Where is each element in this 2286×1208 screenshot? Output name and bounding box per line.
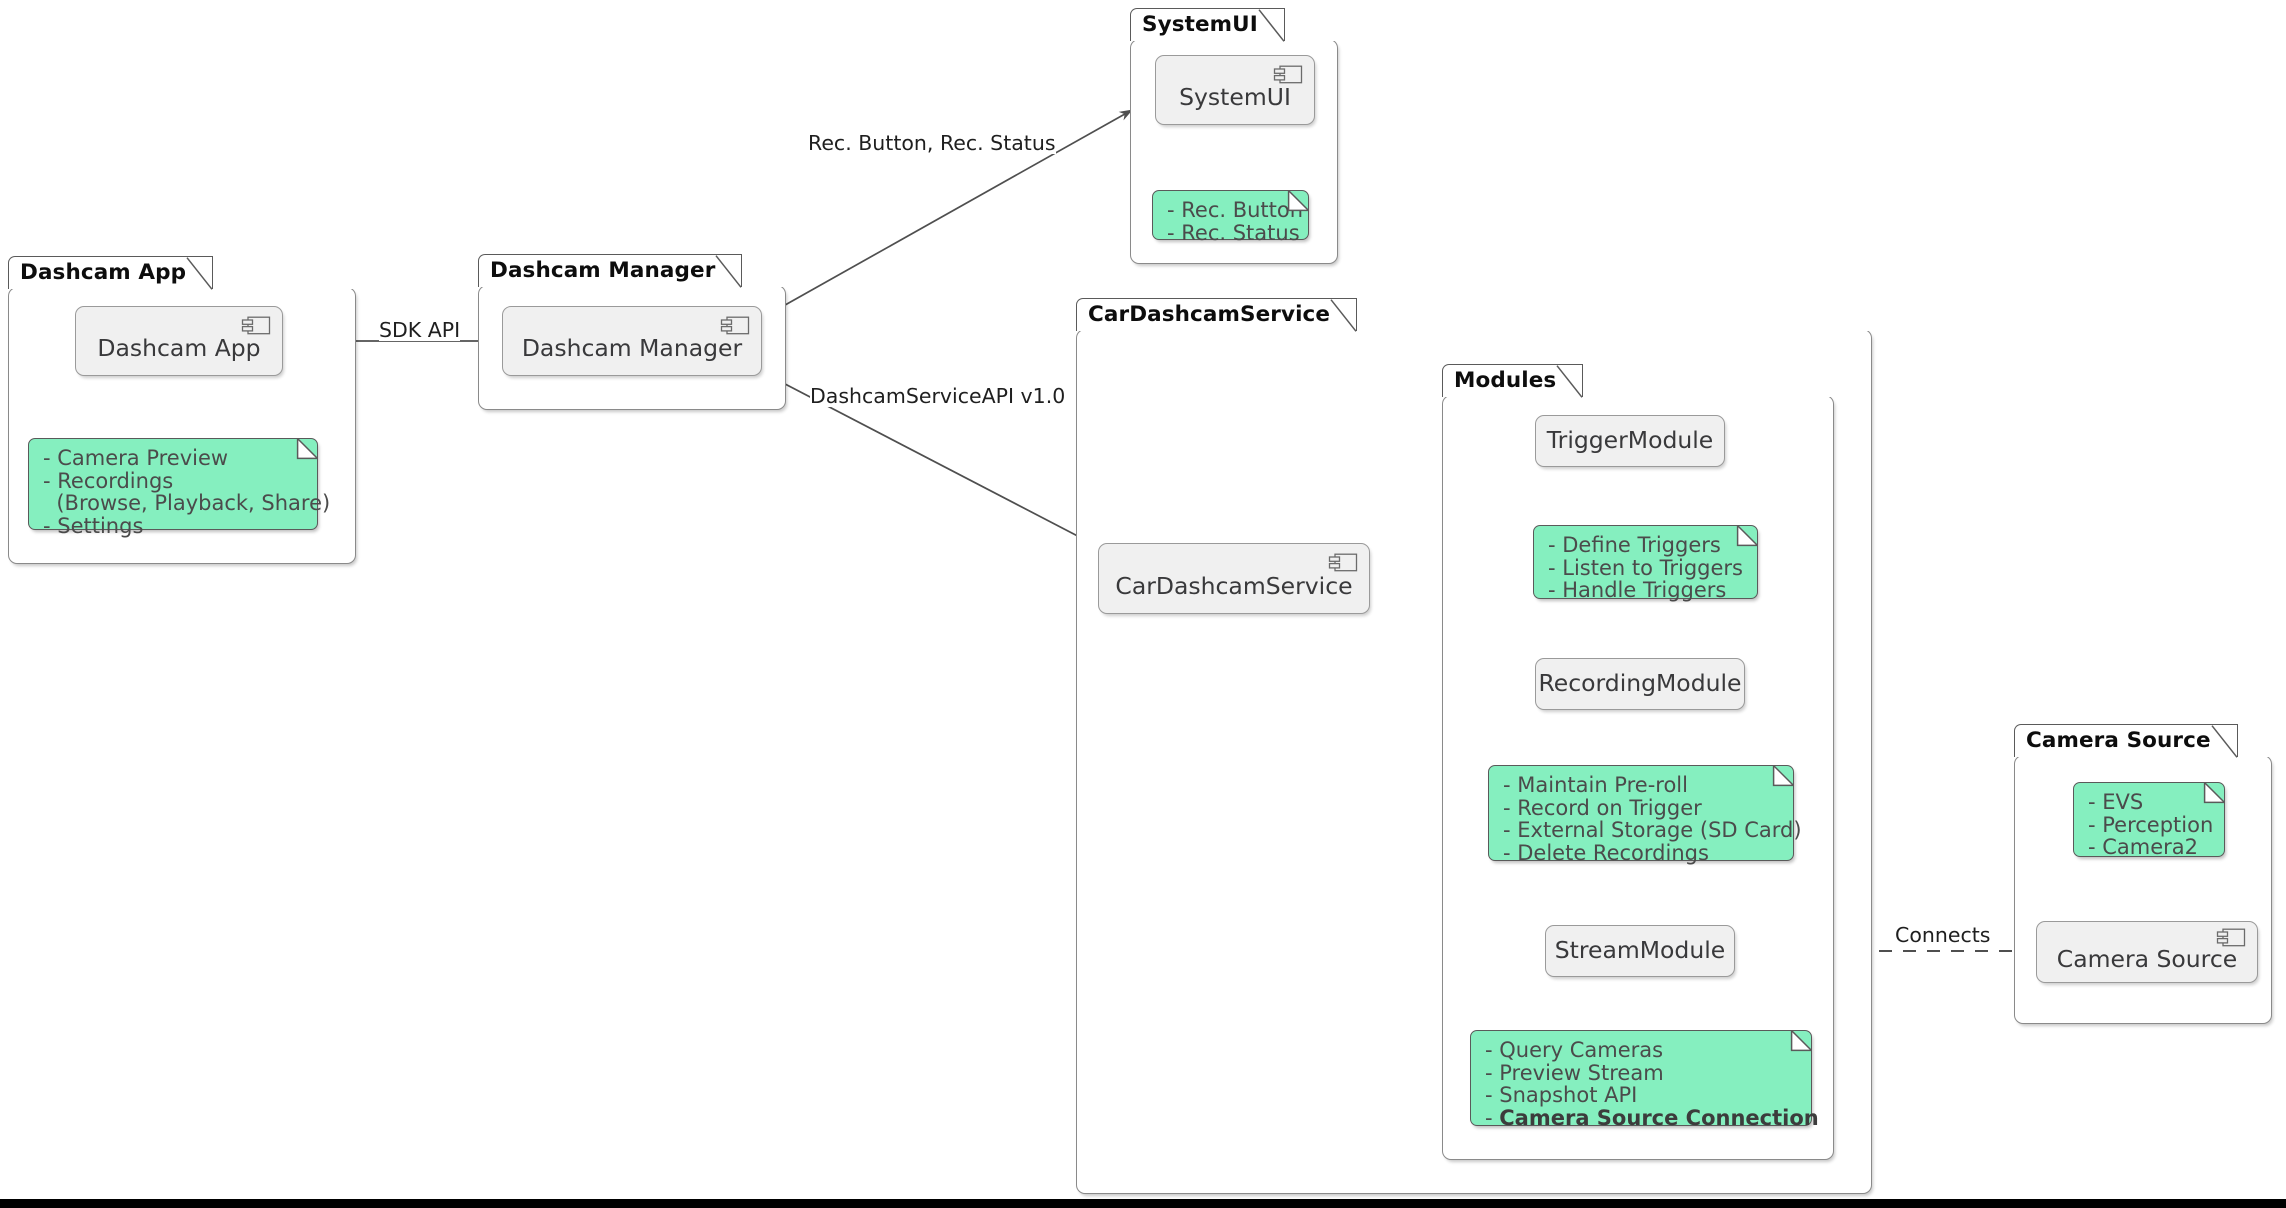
note-line: - Camera2 — [2088, 835, 2199, 860]
package-dashcam-manager: Dashcam Manager — [478, 254, 786, 410]
component-label-recordingmodule: RecordingModule — [1538, 669, 1742, 698]
folder-tab-corner-icon — [715, 255, 742, 288]
note-text-recordingmodule: - Maintain Pre-roll- Record on Trigger- … — [1503, 774, 1802, 865]
note-line: - Rec. Button — [1167, 198, 1304, 222]
note-line: - Preview Stream — [1485, 1060, 1664, 1085]
folder-tab-corner-icon — [1556, 365, 1583, 398]
component-stereotype-icon — [1328, 553, 1358, 572]
note-line: - External Storage (SD Card) — [1503, 818, 1802, 843]
edge-label-rec-button-status: Rec. Button, Rec. Status — [808, 131, 1056, 155]
note-text-streammodule: - Query Cameras- Preview Stream- Snapsho… — [1485, 1039, 1819, 1130]
folder-tab-corner-icon — [1258, 9, 1285, 42]
edge-label-connects: Connects — [1888, 925, 1998, 946]
note-fold-corner-icon — [1772, 765, 1794, 787]
package-tab-modules: Modules — [1442, 364, 1584, 398]
component-label-dashcam-manager: Dashcam Manager — [521, 334, 743, 363]
note-fold-corner-icon — [1287, 190, 1309, 212]
bottom-black-bar — [0, 1199, 2286, 1208]
component-label-triggermodule: TriggerModule — [1546, 426, 1714, 455]
tab-seam-cover — [1077, 328, 1870, 331]
note-streammodule: - Query Cameras- Preview Stream- Snapsho… — [1470, 1030, 1819, 1129]
note-line: - Recordings — [43, 468, 174, 493]
note-systemui: - Rec. Button- Rec. Status — [1152, 190, 1309, 244]
package-tab-systemui: SystemUI — [1130, 8, 1285, 42]
package-label-modules: Modules — [1454, 368, 1557, 394]
folder-tab-corner-icon — [1330, 299, 1357, 332]
note-line: - Record on Trigger — [1503, 795, 1702, 820]
component-stereotype-icon — [2216, 928, 2246, 947]
component-label-streammodule: StreamModule — [1554, 936, 1726, 965]
component-recordingmodule[interactable]: RecordingModule — [1535, 658, 1745, 710]
note-line: - Camera Source Connection — [1485, 1106, 1819, 1131]
component-stereotype-icon — [1273, 65, 1303, 84]
note-line: (Browse, Playback, Share) — [43, 491, 331, 516]
note-text-systemui: - Rec. Button- Rec. Status — [1167, 199, 1303, 244]
note-line: - Delete Recordings — [1503, 841, 1709, 866]
package-label-cardashcamservice: CarDashcamService — [1088, 302, 1331, 328]
package-tab-camera-source: Camera Source — [2014, 724, 2238, 758]
note-camera-source: - EVS- Perception- Camera2 — [2073, 782, 2225, 859]
folder-tab-corner-icon — [186, 257, 213, 290]
component-dashcam-app[interactable]: Dashcam App — [75, 306, 283, 376]
edge-label-sdk-api: SDK API — [379, 318, 461, 342]
tab-seam-cover — [1443, 394, 1832, 397]
note-line: - Perception — [2088, 812, 2214, 837]
note-line: - Maintain Pre-roll — [1503, 773, 1688, 797]
note-text-camera-source: - EVS- Perception- Camera2 — [2088, 791, 2213, 859]
component-label-dashcam-app: Dashcam App — [97, 334, 261, 363]
package-tab-dashcam-app: Dashcam App — [8, 256, 214, 290]
note-fold-corner-icon — [1736, 525, 1758, 547]
note-line: - Snapshot API — [1485, 1083, 1638, 1108]
note-line: - Define Triggers — [1548, 533, 1721, 557]
component-cardashcamservice[interactable]: CarDashcamService — [1098, 543, 1370, 614]
note-text-dashcam-app: - Camera Preview- Recordings (Browse, Pl… — [43, 447, 330, 538]
note-dashcam-app: - Camera Preview- Recordings (Browse, Pl… — [28, 438, 330, 537]
note-fold-corner-icon — [2203, 782, 2225, 804]
component-label-cardashcamservice: CarDashcamService — [1115, 571, 1353, 600]
note-fold-corner-icon — [1790, 1030, 1812, 1052]
component-label-systemui: SystemUI — [1179, 83, 1291, 112]
note-line: - Listen to Triggers — [1548, 555, 1743, 580]
component-label-camera-source: Camera Source — [2056, 945, 2238, 974]
package-label-dashcam-app: Dashcam App — [20, 260, 187, 286]
edge-label-dashcam-service-api: DashcamServiceAPI v1.0 — [810, 384, 1066, 408]
component-stereotype-icon — [720, 316, 750, 335]
package-tab-dashcam-manager: Dashcam Manager — [478, 254, 743, 288]
package-label-camera-source: Camera Source — [2026, 728, 2211, 754]
note-line: - Rec. Status — [1167, 220, 1300, 245]
component-triggermodule[interactable]: TriggerModule — [1535, 415, 1725, 467]
note-line: - Query Cameras — [1485, 1038, 1664, 1062]
note-triggermodule: - Define Triggers- Listen to Triggers- H… — [1533, 525, 1758, 602]
note-line: - Camera Preview — [43, 446, 229, 470]
package-label-dashcam-manager: Dashcam Manager — [490, 258, 716, 284]
note-line: - Settings — [43, 514, 144, 539]
component-camera-source[interactable]: Camera Source — [2036, 921, 2258, 983]
note-fold-corner-icon — [296, 438, 318, 460]
note-recordingmodule: - Maintain Pre-roll- Record on Trigger- … — [1488, 765, 1802, 864]
package-tab-cardashcamservice: CarDashcamService — [1076, 298, 1358, 332]
folder-tab-corner-icon — [2211, 725, 2238, 758]
note-line: - EVS — [2088, 790, 2144, 814]
component-systemui[interactable]: SystemUI — [1155, 55, 1315, 125]
note-line: - Handle Triggers — [1548, 578, 1727, 603]
note-text-triggermodule: - Define Triggers- Listen to Triggers- H… — [1548, 534, 1743, 602]
component-dashcam-manager[interactable]: Dashcam Manager — [502, 306, 762, 376]
component-streammodule[interactable]: StreamModule — [1545, 925, 1735, 977]
package-label-systemui: SystemUI — [1142, 12, 1258, 38]
note-line-bold: Camera Source Connection — [1499, 1106, 1819, 1131]
component-stereotype-icon — [241, 316, 271, 335]
